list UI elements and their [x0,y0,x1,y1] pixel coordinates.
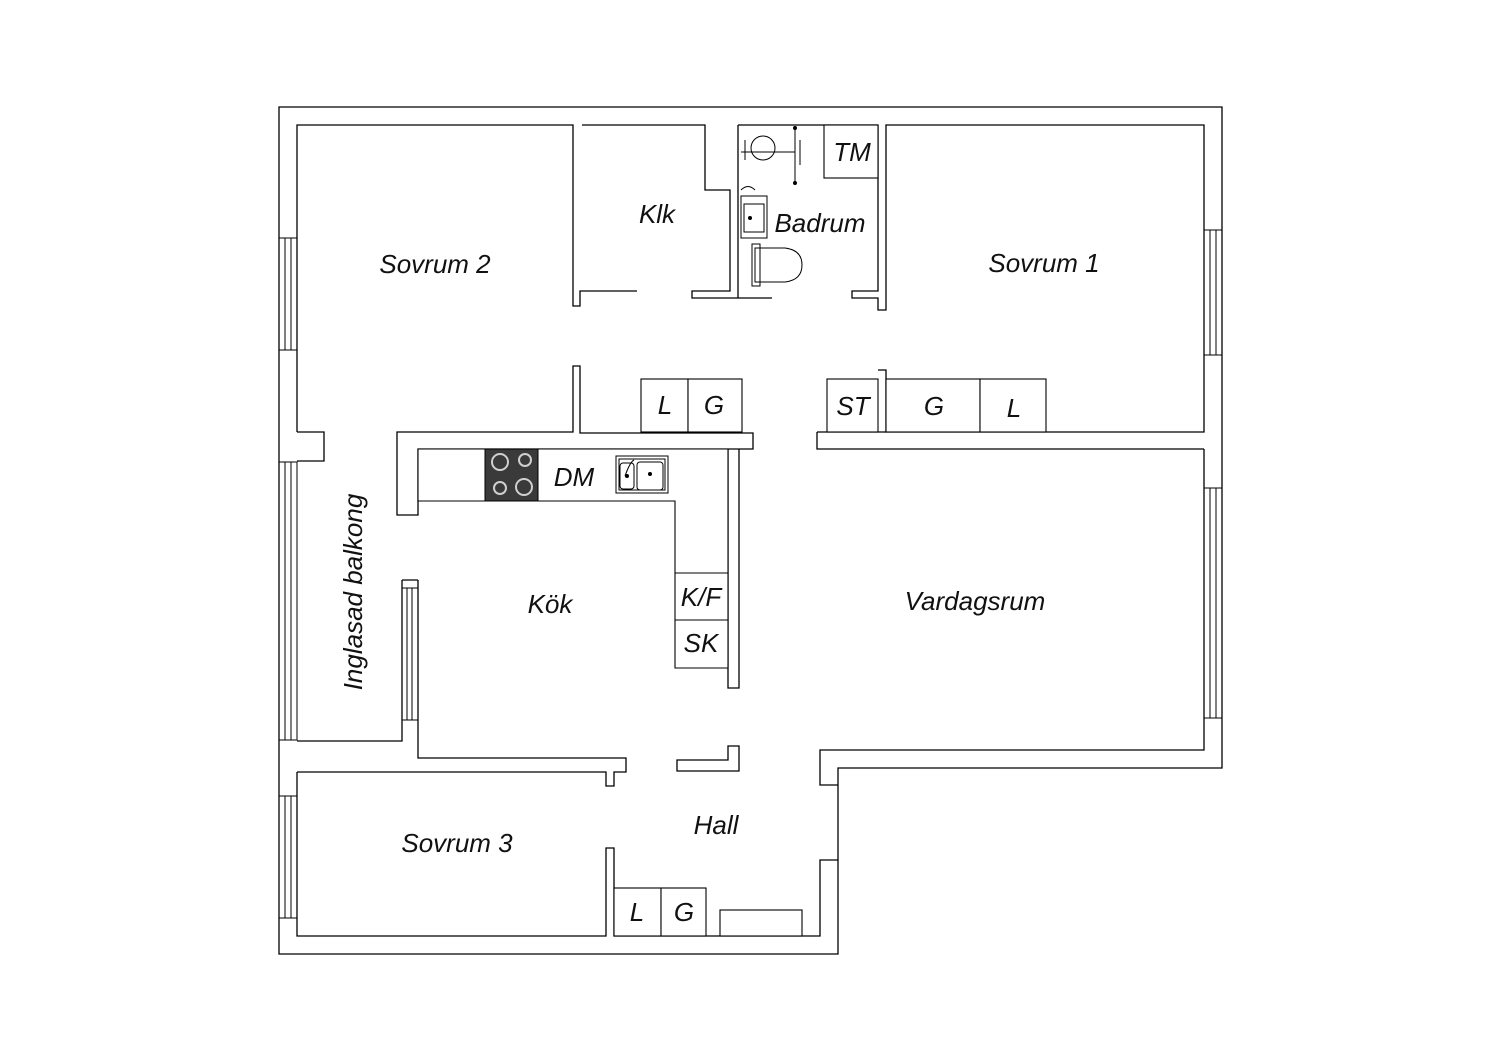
label-st: ST [836,391,871,421]
wall-kok [297,580,627,787]
g-box-hall [660,887,707,937]
l-box-hall [613,887,662,937]
outer-outline [278,106,1223,955]
shower-icon [741,126,801,185]
window-vardagsrum [1203,487,1223,719]
label-g-kok-closet: G [704,390,724,420]
window-sovrum-1 [1203,229,1223,356]
label-l-kok-closet: L [658,390,672,420]
wall-sovrum-2 [296,124,637,432]
stove-icon [484,448,539,502]
wall-klk [582,124,772,299]
g-box-kok-closet [687,378,743,433]
l-box-sovrum-1 [979,378,1047,433]
label-sk: SK [684,628,720,658]
label-sovrum-1: Sovrum 1 [988,248,1099,278]
window-balkong [278,461,298,741]
label-g-sovrum-1: G [924,391,944,421]
label-sovrum-2: Sovrum 2 [379,249,491,279]
label-badrum: Badrum [774,208,865,238]
label-kok: Kök [528,589,575,619]
wall-kok-right [727,449,740,689]
label-klk: Klk [639,199,677,229]
sink-icon [615,455,669,494]
label-balkong: Inglasad balkong [338,493,368,690]
wall-vardagsrum [819,449,1205,786]
l-box-kok-closet [640,378,689,433]
kitchen-counter [417,448,729,669]
window-kok [401,587,419,721]
hall-bench [719,909,803,937]
wall-sovrum-2-bottom [297,431,325,462]
wall-hall-stub [676,745,740,772]
window-sovrum-2 [278,237,298,351]
label-sovrum-3: Sovrum 3 [401,828,513,858]
tm-box [823,124,879,179]
st-box [826,378,879,433]
label-tm: TM [833,137,871,167]
label-vardagsrum: Vardagsrum [905,586,1046,616]
wall-sovrum-3 [296,772,838,937]
label-l-sovrum-1: L [1007,393,1021,423]
wall-sovrum-1-bottom [816,431,1204,450]
g-box-sovrum-1 [885,378,981,433]
label-dm: DM [554,462,595,492]
label-l-hall: L [630,897,644,927]
label-kf: K/F [681,582,724,612]
window-sovrum-3 [278,795,298,919]
label-g-hall: G [674,897,694,927]
label-hall: Hall [694,810,740,840]
toilet-icon [751,243,803,287]
washbasin-icon [740,186,768,239]
